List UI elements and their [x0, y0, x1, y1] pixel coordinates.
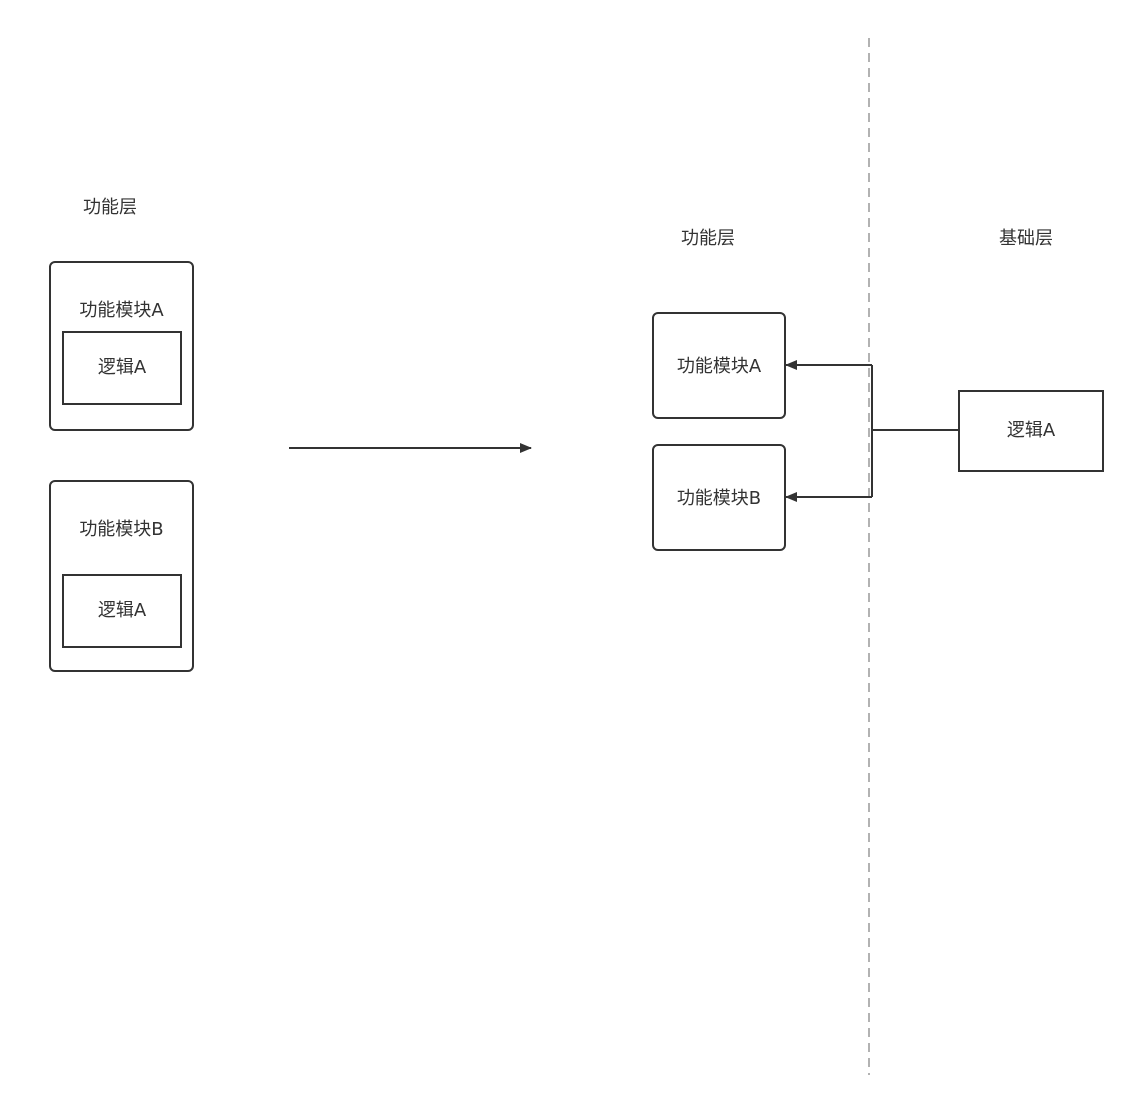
left-module-a-logic-label: 逻辑A — [97, 357, 147, 378]
left-function-layer-label: 功能层 — [83, 197, 137, 218]
left-module-b-title: 功能模块B — [79, 519, 164, 540]
left-module-a-title: 功能模块A — [79, 300, 164, 321]
shared-logic-box: 逻辑A — [958, 390, 1104, 472]
right-module-b-title: 功能模块B — [676, 488, 762, 509]
left-module-a-logic-box: 逻辑A — [62, 331, 182, 405]
left-module-b: 功能模块B 逻辑A — [49, 480, 194, 672]
right-module-a-title: 功能模块A — [676, 356, 762, 377]
left-module-b-logic-box: 逻辑A — [62, 574, 182, 648]
right-function-layer-label: 功能层 — [681, 228, 735, 249]
right-module-a: 功能模块A — [652, 312, 786, 419]
shared-logic-label: 逻辑A — [1006, 420, 1056, 441]
right-module-b: 功能模块B — [652, 444, 786, 551]
left-module-a: 功能模块A 逻辑A — [49, 261, 194, 431]
base-layer-label: 基础层 — [999, 228, 1053, 249]
left-module-b-logic-label: 逻辑A — [97, 600, 147, 621]
